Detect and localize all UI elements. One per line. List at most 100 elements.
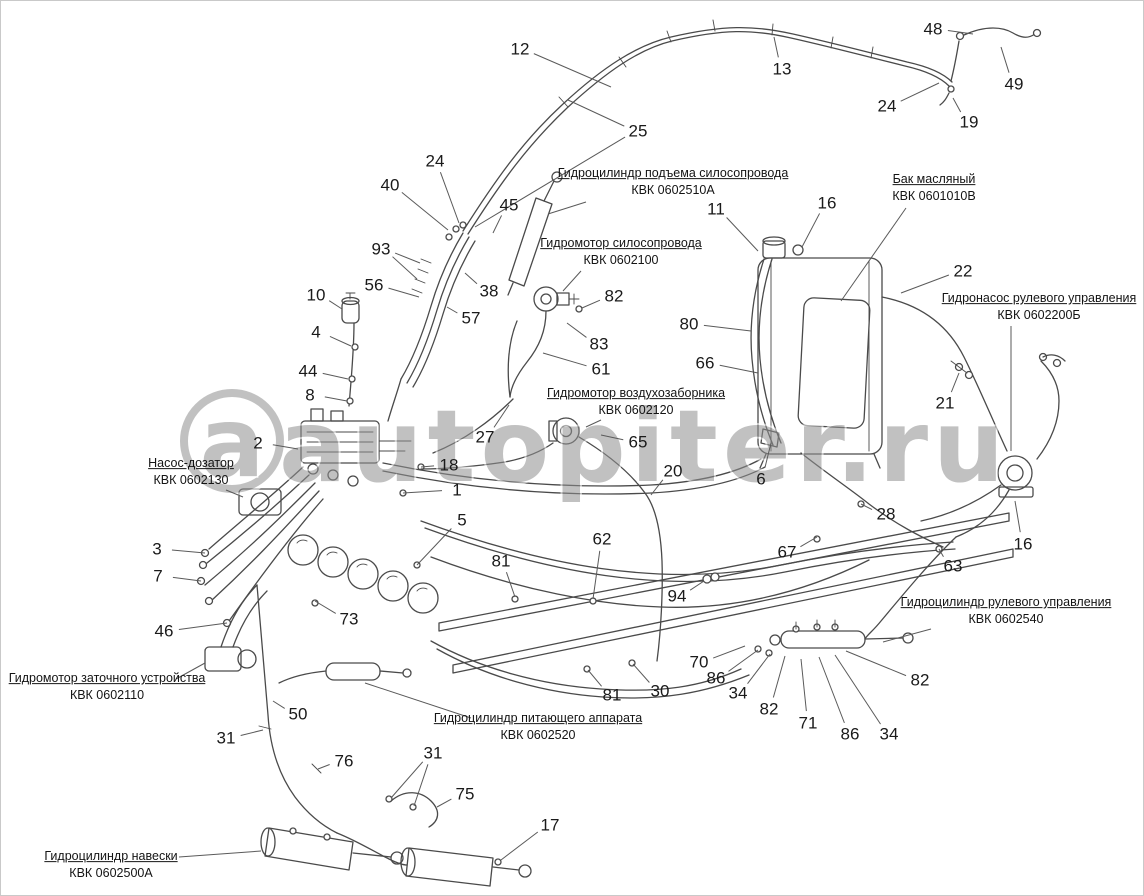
leader-line (860, 503, 873, 510)
leader-line (728, 649, 759, 672)
component-code: КВК 0602100 (583, 253, 659, 267)
leader-line (446, 306, 458, 314)
callout-86: 86 (706, 668, 726, 688)
callout-83: 83 (589, 334, 609, 354)
component-name: Гидронасос рулевого управления (941, 291, 1137, 306)
leader-line (505, 572, 516, 598)
callout-81: 81 (491, 551, 511, 571)
callout-40: 40 (380, 175, 400, 195)
leader-line (542, 352, 587, 367)
component-name: Гидроцилиндр подъема силосопровода (557, 166, 789, 181)
callout-24: 24 (877, 96, 897, 116)
top-hose-run (462, 19, 955, 235)
bottom-center-hoses (430, 640, 750, 699)
leader-line (726, 217, 759, 252)
leader-line (632, 663, 650, 683)
callout-48: 48 (923, 19, 943, 39)
leader-line (364, 682, 472, 719)
callout-28: 28 (876, 504, 896, 524)
leader-line (747, 653, 771, 685)
callout-3: 3 (152, 539, 162, 559)
callout-45: 45 (499, 195, 519, 215)
leader-line (592, 550, 601, 600)
leader-line (900, 274, 950, 294)
callout-4: 4 (311, 322, 321, 342)
leader-line (178, 622, 228, 630)
leader-line (600, 434, 624, 441)
leader-line (392, 256, 418, 280)
callout-10: 10 (306, 285, 326, 305)
leader-line (773, 36, 779, 58)
leader-line (492, 215, 503, 234)
callout-34: 34 (879, 724, 899, 744)
leader-line (764, 442, 772, 468)
leader-line (324, 396, 348, 402)
grinder-hydromotor (204, 584, 268, 672)
upper-bundle-descent (387, 221, 476, 422)
callout-61: 61 (591, 359, 611, 379)
leader-line (585, 419, 602, 428)
callout-13: 13 (772, 59, 792, 79)
top-right-hoses (950, 27, 1042, 82)
leader-line (272, 700, 285, 709)
component-name: Гидромотор заточного устройства (8, 671, 206, 686)
leader-line (952, 97, 962, 113)
component-code: КВК 0602110 (69, 688, 145, 702)
callout-16: 16 (817, 193, 837, 213)
leader-line (474, 136, 626, 228)
leader-line (834, 654, 881, 725)
callout-82: 82 (910, 670, 930, 690)
leader-line (703, 324, 752, 332)
callout-24: 24 (425, 151, 445, 171)
frame-rails (438, 512, 1014, 674)
leader-line (225, 489, 244, 498)
leader-line (322, 372, 349, 380)
silo-lift-cylinder (507, 171, 563, 296)
callout-20: 20 (663, 461, 683, 481)
leader-line (562, 270, 582, 292)
callout-66: 66 (695, 353, 715, 373)
callout-21: 21 (935, 393, 955, 413)
callout-2: 2 (253, 433, 263, 453)
callout-11: 11 (707, 199, 725, 219)
component-name: Гидроцилиндр питающего аппарата (433, 711, 643, 726)
leader-line (413, 764, 429, 807)
leader-line (818, 656, 845, 724)
leader-line (500, 831, 539, 861)
leader-line (845, 650, 907, 677)
callout-73: 73 (339, 609, 359, 629)
steering-pump (864, 352, 1066, 640)
callout-16: 16 (1013, 534, 1033, 554)
callout-44: 44 (298, 361, 318, 381)
leader-line (493, 404, 510, 428)
leader-line (329, 336, 352, 347)
callout-82: 82 (604, 286, 624, 306)
feed-cylinder (278, 662, 412, 684)
callout-25: 25 (628, 121, 648, 141)
callout-5: 5 (457, 510, 467, 530)
watermark-logo-letter: a (200, 387, 265, 499)
callout-62: 62 (592, 529, 612, 549)
callout-76: 76 (334, 751, 354, 771)
leader-line (1000, 46, 1010, 73)
callout-7: 7 (153, 566, 163, 586)
callout-56: 56 (364, 275, 384, 295)
leader-line (314, 600, 336, 614)
callout-8: 8 (305, 385, 315, 405)
leader-line (390, 761, 424, 799)
leader-line (947, 29, 974, 35)
callout-19: 19 (959, 112, 979, 132)
callout-81: 81 (602, 685, 622, 705)
component-code: КВК 0602510А (631, 183, 715, 197)
leader-line (394, 252, 421, 264)
leader-line (882, 628, 932, 643)
leader-line (547, 201, 587, 215)
